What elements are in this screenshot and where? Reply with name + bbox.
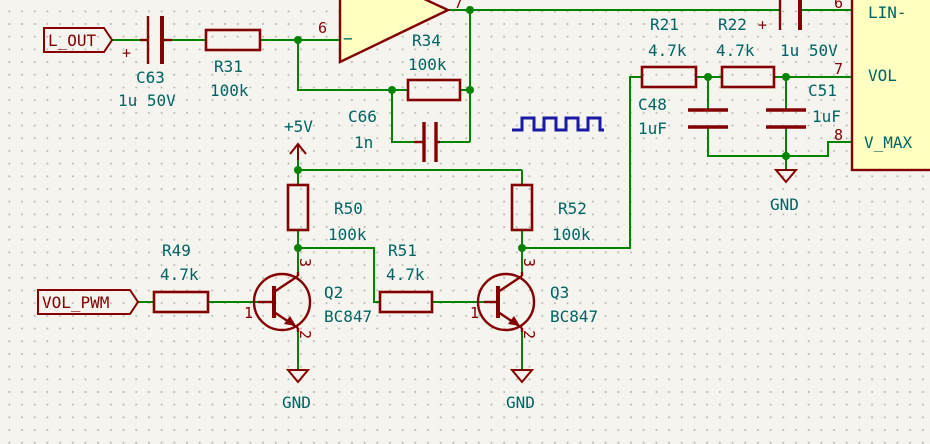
r22-value: 4.7k: [716, 41, 755, 60]
r31-value: 100k: [210, 81, 249, 100]
q2-ref: Q2: [324, 283, 343, 302]
r51-ref: R51: [388, 241, 417, 260]
r49-value: 4.7k: [160, 265, 199, 284]
vol-pwm-label-text: VOL_PWM: [42, 293, 109, 312]
opamp-pin-6: 6: [318, 19, 327, 37]
opamp-pin-7: 7: [454, 0, 463, 12]
q3-ref: Q3: [550, 283, 569, 302]
capacitor-c51[interactable]: C51 1uF: [766, 81, 841, 129]
q3-pin-emitter: 2: [520, 330, 538, 339]
capacitor-c66[interactable]: C66 1n: [348, 107, 440, 162]
r52-value: 100k: [552, 225, 591, 244]
vcc-symbol: +5V: [284, 117, 313, 160]
vcc-label: +5V: [284, 117, 313, 136]
capacitor-c-lin[interactable]: + 1u 50V: [758, 0, 838, 60]
ic-pin-6-name: LIN-: [868, 3, 907, 22]
q3-pin-collector: 3: [520, 258, 538, 267]
c-lin-value: 1u 50V: [780, 41, 838, 60]
c51-ref: C51: [808, 81, 837, 100]
r50-ref: R50: [334, 199, 363, 218]
gnd-symbol-right: GND: [770, 169, 799, 214]
resistor-r49[interactable]: R49 4.7k: [152, 241, 210, 314]
r51-value: 4.7k: [386, 265, 425, 284]
gnd-label-right: GND: [770, 195, 799, 214]
capacitor-c63[interactable]: + C63 1u 50V: [118, 16, 176, 110]
c63-ref: C63: [136, 68, 165, 87]
ic-volume-control[interactable]: 6 LIN- 7 VOL 8 V_MAX: [834, 0, 930, 172]
c51-value: 1uF: [812, 107, 841, 126]
ic-pin-7-name: VOL: [868, 66, 897, 85]
r34-ref: R34: [412, 31, 441, 50]
l-out-label-text: L_OUT: [48, 31, 97, 50]
q2-pin-emitter: 2: [296, 330, 314, 339]
opamp-minus-sign: −: [343, 29, 353, 48]
gnd-symbol-q2: GND: [282, 369, 311, 412]
ic-pin-8-name: V_MAX: [864, 133, 913, 152]
q2-pin-collector: 3: [296, 258, 314, 267]
gnd-label-q3: GND: [506, 393, 535, 412]
c48-value: 1uF: [638, 119, 667, 138]
r22-ref: R22: [718, 15, 747, 34]
resistor-r31[interactable]: R31 100k: [204, 28, 262, 100]
resistor-r52[interactable]: R52 100k: [510, 183, 591, 244]
square-wave-icon: [512, 116, 604, 132]
q2-pin-base: 1: [244, 304, 253, 322]
r31-ref: R31: [214, 57, 243, 76]
ic-pin-8-num: 8: [834, 126, 843, 144]
r21-value: 4.7k: [648, 41, 687, 60]
resistor-r21[interactable]: R21 4.7k: [640, 15, 698, 89]
r21-ref: R21: [650, 15, 679, 34]
vol-pwm-label[interactable]: VOL_PWM: [37, 289, 140, 315]
transistor-q3[interactable]: 1 3 2 Q3 BC847: [470, 258, 598, 339]
resistor-r51[interactable]: R51 4.7k: [378, 241, 434, 314]
ic-pin-7-num: 7: [834, 60, 843, 78]
capacitor-c48[interactable]: C48 1uF: [638, 95, 728, 138]
r50-value: 100k: [328, 225, 367, 244]
l-out-label[interactable]: L_OUT: [43, 27, 114, 53]
q3-pin-base: 1: [470, 304, 479, 322]
r52-ref: R52: [558, 199, 587, 218]
c63-value: 1u 50V: [118, 91, 176, 110]
c48-ref: C48: [638, 95, 667, 114]
resistor-r50[interactable]: R50 100k: [286, 183, 367, 244]
resistor-r34[interactable]: R34 100k: [406, 31, 462, 102]
transistor-q2[interactable]: 1 3 2 Q2 BC847: [244, 258, 372, 339]
c-lin-plus-mark: +: [758, 16, 767, 34]
c63-plus-mark: +: [122, 44, 131, 62]
q2-value: BC847: [324, 307, 372, 326]
gnd-symbol-q3: GND: [506, 369, 535, 412]
gnd-label-q2: GND: [282, 393, 311, 412]
c66-value: 1n: [354, 133, 373, 152]
r34-value: 100k: [408, 55, 447, 74]
ic-pin-6-num: 6: [834, 0, 843, 12]
c66-ref: C66: [348, 107, 377, 126]
opamp[interactable]: 6 − 7: [318, 0, 463, 64]
resistor-r22[interactable]: R22 4.7k: [716, 15, 776, 89]
r49-ref: R49: [162, 241, 191, 260]
q3-value: BC847: [550, 307, 598, 326]
junctions: [294, 6, 790, 252]
